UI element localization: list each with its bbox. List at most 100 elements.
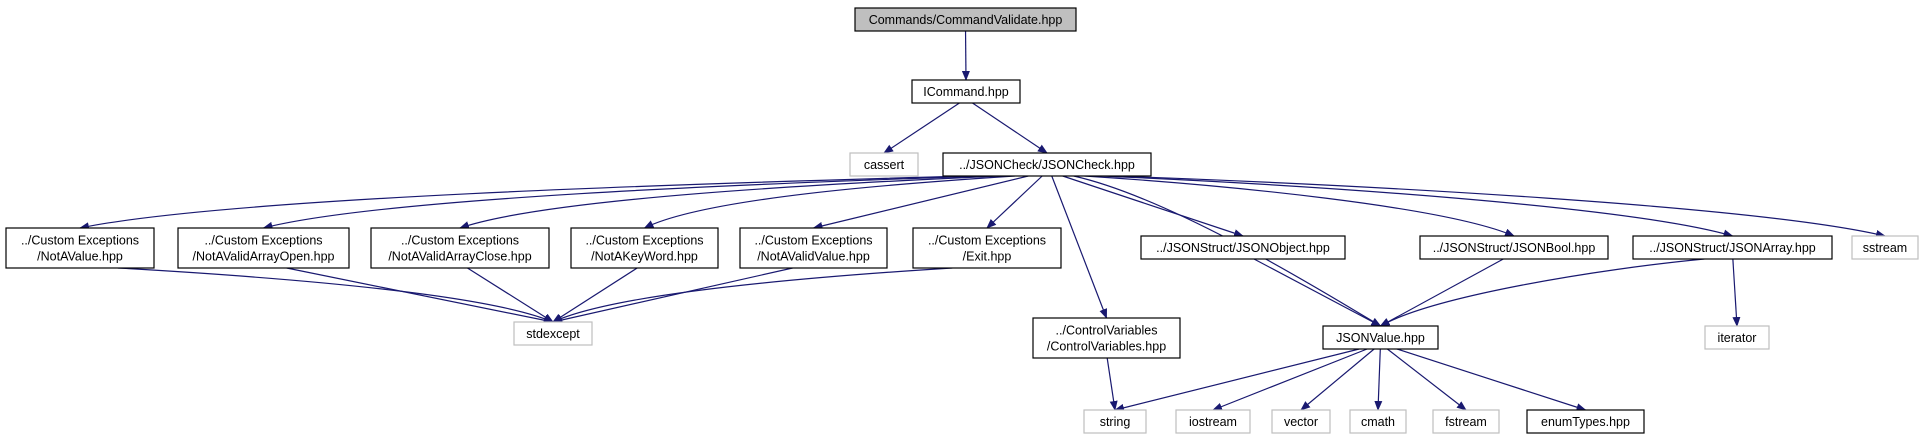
edge-jsoncheck-to-jsonarray xyxy=(1101,175,1734,238)
node-label: /NotAValue.hpp xyxy=(37,250,123,264)
node-box xyxy=(1271,409,1331,434)
edge-notavalue-to-stdexcept xyxy=(117,267,554,323)
edge-exit-to-stdexcept xyxy=(552,267,953,323)
edge-jsoncheck-to-sstream xyxy=(1114,175,1886,238)
edge-jsoncheck-to-exit xyxy=(986,175,1043,229)
edge-jsoncheck-to-controlvariables xyxy=(1051,175,1108,319)
node-label: /NotAValidArrayClose.hpp xyxy=(388,250,531,264)
node-box xyxy=(1032,317,1181,359)
node-box xyxy=(1322,325,1439,350)
node-cassert[interactable]: cassert xyxy=(849,152,919,177)
node-icommand[interactable]: ICommand.hpp xyxy=(911,79,1021,104)
node-box xyxy=(1432,409,1500,434)
node-label: /NotAValidValue.hpp xyxy=(757,250,870,264)
node-label: JSONValue.hpp xyxy=(1336,331,1425,345)
node-box xyxy=(177,227,350,269)
node-label: iostream xyxy=(1189,415,1237,429)
node-box xyxy=(1526,409,1645,434)
edge-jsoncheck-to-notavalidarrayclose xyxy=(459,175,1001,229)
node-notavalidvalue[interactable]: ../Custom Exceptions/NotAValidValue.hpp xyxy=(739,227,888,269)
node-stdexcept[interactable]: stdexcept xyxy=(513,321,593,346)
edge-jsoncheck-to-jsonbool xyxy=(1084,175,1515,237)
edge-icommand-to-cassert xyxy=(883,102,960,154)
node-label: ../JSONStruct/JSONObject.hpp xyxy=(1156,241,1330,255)
node-cmath[interactable]: cmath xyxy=(1349,409,1407,434)
node-label: ../Custom Exceptions xyxy=(401,234,519,248)
node-box xyxy=(739,227,888,269)
node-label: sstream xyxy=(1863,241,1907,255)
node-jsonbool[interactable]: ../JSONStruct/JSONBool.hpp xyxy=(1419,235,1609,260)
node-label: fstream xyxy=(1445,415,1487,429)
node-sstream[interactable]: sstream xyxy=(1851,235,1919,260)
node-box xyxy=(5,227,155,269)
node-label: /NotAValidArrayOpen.hpp xyxy=(193,250,335,264)
node-notavalue[interactable]: ../Custom Exceptions/NotAValue.hpp xyxy=(5,227,155,269)
node-box xyxy=(1632,235,1833,260)
node-notavalidarrayopen[interactable]: ../Custom Exceptions/NotAValidArrayOpen.… xyxy=(177,227,350,269)
node-box xyxy=(513,321,593,346)
node-label: ../JSONStruct/JSONBool.hpp xyxy=(1433,241,1596,255)
edge-jsonvalue-to-enumtypes xyxy=(1396,348,1587,412)
edge-jsonvalue-to-iostream xyxy=(1212,348,1368,411)
edge-jsonvalue-to-string xyxy=(1114,348,1360,412)
node-label: /NotAKeyWord.hpp xyxy=(591,250,698,264)
node-box xyxy=(570,227,719,269)
node-vector[interactable]: vector xyxy=(1271,409,1331,434)
node-label: enumTypes.hpp xyxy=(1541,415,1630,429)
edge-jsonobject-to-jsonvalue xyxy=(1253,258,1382,327)
node-box xyxy=(1349,409,1407,434)
edge-jsonarray-to-iterator xyxy=(1732,258,1741,327)
node-label: /ControlVariables.hpp xyxy=(1047,340,1166,354)
node-box xyxy=(1175,409,1251,434)
edge-controlvariables-to-string xyxy=(1106,357,1118,411)
node-jsonvalue[interactable]: JSONValue.hpp xyxy=(1322,325,1439,350)
node-box xyxy=(1140,235,1346,260)
node-jsonobject[interactable]: ../JSONStruct/JSONObject.hpp xyxy=(1140,235,1346,260)
node-box xyxy=(911,79,1021,104)
node-iterator[interactable]: iterator xyxy=(1704,325,1770,350)
node-fstream[interactable]: fstream xyxy=(1432,409,1500,434)
node-label: ../JSONCheck/JSONCheck.hpp xyxy=(959,158,1135,172)
node-string[interactable]: string xyxy=(1083,409,1147,434)
node-label: cassert xyxy=(864,158,905,172)
edge-jsonbool-to-jsonvalue xyxy=(1379,258,1504,327)
node-label: ../Custom Exceptions xyxy=(754,234,872,248)
node-jsonarray[interactable]: ../JSONStruct/JSONArray.hpp xyxy=(1632,235,1833,260)
edge-icommand-to-jsoncheck xyxy=(972,102,1048,154)
node-notakeyword[interactable]: ../Custom Exceptions/NotAKeyWord.hpp xyxy=(570,227,719,269)
node-label: Commands/CommandValidate.hpp xyxy=(869,13,1063,27)
node-label: vector xyxy=(1284,415,1318,429)
node-exit[interactable]: ../Custom Exceptions/Exit.hpp xyxy=(912,227,1062,269)
node-iostream[interactable]: iostream xyxy=(1175,409,1251,434)
node-root[interactable]: Commands/CommandValidate.hpp xyxy=(854,7,1077,32)
edge-jsoncheck-to-notavalue xyxy=(79,175,970,231)
node-label: stdexcept xyxy=(526,327,580,341)
edge-jsonvalue-to-vector xyxy=(1300,348,1375,411)
node-enumtypes[interactable]: enumTypes.hpp xyxy=(1526,409,1645,434)
node-label: ../Custom Exceptions xyxy=(21,234,139,248)
node-box xyxy=(1851,235,1919,260)
edge-jsonvalue-to-cmath xyxy=(1374,348,1383,411)
node-jsoncheck[interactable]: ../JSONCheck/JSONCheck.hpp xyxy=(942,152,1152,177)
edge-jsonarray-to-jsonvalue xyxy=(1379,258,1705,327)
node-label: ../JSONStruct/JSONArray.hpp xyxy=(1649,241,1816,255)
edge-jsoncheck-to-jsonobject xyxy=(1062,175,1244,237)
node-layer: Commands/CommandValidate.hppICommand.hpp… xyxy=(5,7,1919,434)
node-label: ../Custom Exceptions xyxy=(204,234,322,248)
node-box xyxy=(1083,409,1147,434)
edge-notavalidarrayclose-to-stdexcept xyxy=(467,267,554,323)
node-controlvariables[interactable]: ../ControlVariables/ControlVariables.hpp xyxy=(1032,317,1181,359)
node-label: ../ControlVariables xyxy=(1056,324,1158,338)
node-box xyxy=(1704,325,1770,350)
edge-jsoncheck-to-notavalidvalue xyxy=(812,175,1029,230)
edge-notakeyword-to-stdexcept xyxy=(552,267,638,323)
node-label: cmath xyxy=(1361,415,1395,429)
node-label: string xyxy=(1100,415,1131,429)
node-label: ../Custom Exceptions xyxy=(585,234,703,248)
edge-notavalidarrayopen-to-stdexcept xyxy=(286,267,554,325)
node-label: ICommand.hpp xyxy=(923,85,1009,99)
node-box xyxy=(854,7,1077,32)
edge-jsoncheck-to-notakeyword xyxy=(643,175,1015,229)
node-notavalidarrayclose[interactable]: ../Custom Exceptions/NotAValidArrayClose… xyxy=(370,227,550,269)
